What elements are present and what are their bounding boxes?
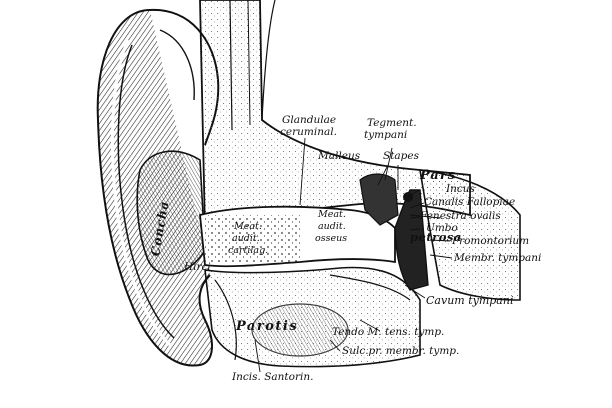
label-cavum-tympani: Cavum tympani [426, 294, 514, 307]
label-parotis: Parotis [236, 319, 299, 334]
auricle [96, 8, 220, 367]
label-meat-cart-1: Meat. [234, 221, 262, 232]
label-tegment: Tegment. [367, 117, 417, 129]
parotis-region [204, 266, 421, 368]
label-promontorium: Promontorium [452, 235, 530, 247]
label-pars: Pars [420, 168, 457, 183]
label-petrosa: petrosa [410, 230, 462, 244]
label-membr-tympani: Membr. tympani [454, 252, 542, 264]
temporal-bone [199, 0, 521, 301]
label-incis-santorin: Incis. Santorin. [232, 371, 314, 383]
label-meat-oss-3: osseus [315, 233, 348, 244]
label-umbo: Umbo [426, 222, 458, 234]
label-incus: Incus [446, 183, 475, 195]
leader-lines [254, 137, 453, 373]
label-malleus: Malleus [318, 150, 361, 162]
label-hirci: Hirci [184, 261, 211, 273]
ear-canal [199, 205, 396, 268]
label-tendo: Tendo M. tens. tymp. [332, 326, 445, 338]
label-meat-oss-2: audit. [318, 221, 346, 232]
label-glandulae: Glandulae [282, 114, 337, 126]
label-ceruminal: ceruminal. [280, 126, 337, 138]
tympanic-cavity [359, 173, 441, 291]
label-stapes: Stapes [383, 150, 419, 162]
label-meat-cart-2: audit. [232, 233, 260, 244]
label-tympani: tympani [364, 129, 408, 141]
label-sulc: Sulc.pr. membr. tymp. [342, 345, 460, 357]
label-meat-cart-3: cartilag. [228, 245, 269, 256]
label-meat-oss-1: Meat. [318, 209, 346, 220]
label-fenestra-ovalis: Fenestra ovalis [420, 210, 501, 222]
label-canalis-fallopiae: Canalis Fallopiae [424, 196, 516, 208]
